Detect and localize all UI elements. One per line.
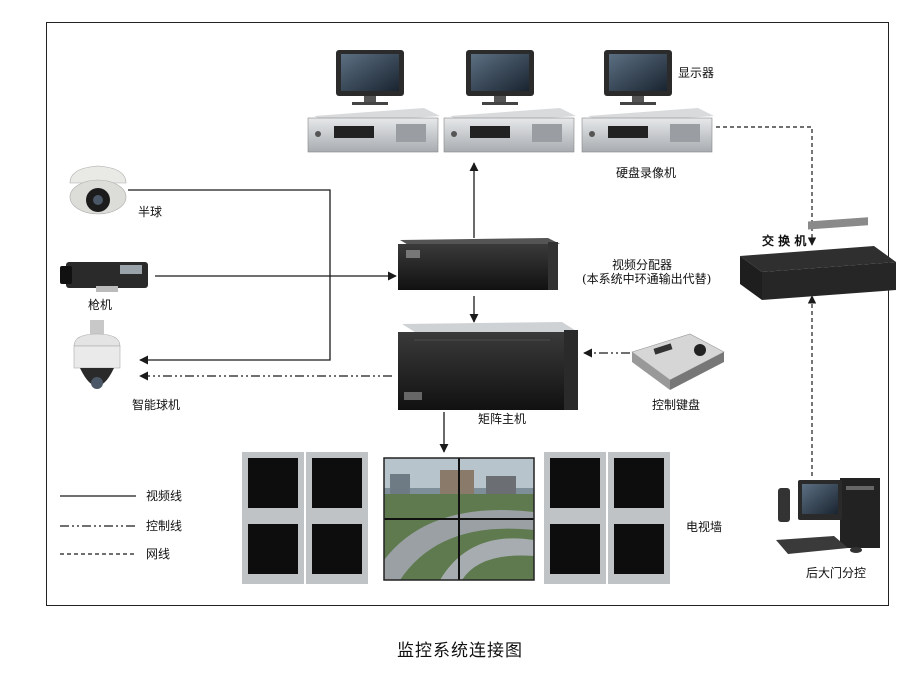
monitor-3: [604, 50, 672, 105]
diagram-frame: [46, 22, 889, 606]
legend-network-line-label: 网线: [146, 547, 171, 561]
tv-wall-label: 电视墙: [686, 520, 723, 534]
video-line-half-dome: [128, 189, 331, 365]
dvr-2: [443, 108, 576, 153]
legend-video-line-label: 视频线: [146, 489, 183, 503]
distributor-label-line2: (本系统中环通输出代替): [582, 272, 712, 286]
matrix-host-label: 矩阵主机: [478, 412, 527, 426]
distributor-label: 视频分配器 (本系统中环通输出代替): [582, 258, 712, 286]
gate-control-label: 后大门分控: [806, 566, 867, 580]
dvr-3: [581, 108, 714, 153]
network-switch-icon: [740, 217, 896, 300]
half-dome-camera-icon: [69, 165, 127, 215]
tv-monitor: [242, 452, 304, 518]
tv-monitor: [544, 518, 606, 584]
control-keyboard-icon: [631, 333, 725, 390]
monitor-label: 显示器: [678, 66, 715, 80]
bullet-camera-icon: [60, 262, 148, 292]
video-wall-city-image: [383, 457, 535, 581]
speed-dome-camera-icon: [73, 320, 121, 389]
dvr-1: [307, 108, 440, 153]
gate-computer-icon: [776, 478, 880, 554]
matrix-host-icon: [398, 322, 578, 410]
legend-control-line-label: 控制线: [146, 519, 183, 533]
video-distributor-icon: [398, 238, 560, 290]
bullet-camera-label: 枪机: [88, 298, 113, 312]
tv-wall: [242, 452, 670, 584]
diagram-title: 监控系统连接图: [397, 641, 523, 661]
tv-monitor: [608, 518, 670, 584]
network-line-dvr-switch: [716, 126, 817, 246]
monitor-1: [336, 50, 404, 105]
speed-dome-label: 智能球机: [132, 398, 181, 412]
monitor-2: [466, 50, 534, 105]
switch-label: 交 换 机: [762, 234, 807, 248]
control-keyboard-label: 控制键盘: [652, 398, 701, 412]
tv-monitor: [608, 452, 670, 518]
tv-monitor: [242, 518, 304, 584]
tv-monitor: [306, 452, 368, 518]
tv-monitor: [544, 452, 606, 518]
tv-monitor: [306, 518, 368, 584]
dvr-label: 硬盘录像机: [616, 166, 677, 180]
distributor-label-line1: 视频分配器: [611, 258, 672, 272]
half-dome-label: 半球: [138, 205, 163, 219]
